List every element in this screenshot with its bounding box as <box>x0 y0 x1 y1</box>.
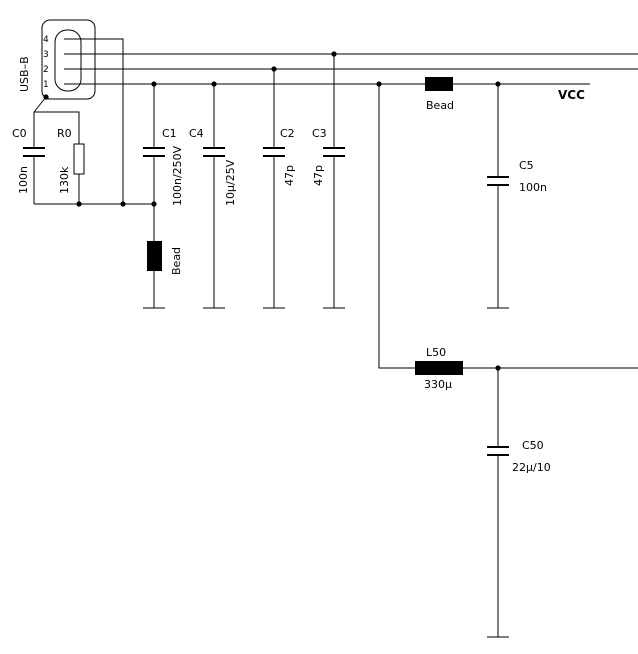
l50-value: 330µ <box>424 378 452 391</box>
junction-dot <box>495 81 501 87</box>
junction-dot <box>376 81 382 87</box>
c5-ref: C5 <box>519 159 534 172</box>
connector-label: USB–B <box>18 56 31 92</box>
c3-ref: C3 <box>312 127 327 140</box>
wire-r0-top <box>34 111 80 144</box>
c4-value: 10µ/25V <box>224 159 237 206</box>
ground-symbols <box>143 307 509 638</box>
r0-value: 130k <box>58 166 71 194</box>
capacitor-c0: C0 100n <box>12 127 45 194</box>
capacitor-c5: C5 100n <box>487 159 547 194</box>
inductor-body <box>415 361 463 375</box>
resistor-r0: R0 130k <box>57 127 85 194</box>
junction-dot <box>151 201 157 207</box>
pin-label-4: 4 <box>43 35 49 45</box>
connector-outline <box>41 19 96 100</box>
capacitor-c2: C2 47p <box>263 127 296 186</box>
junction-dot <box>495 365 501 371</box>
wire-shield-diagonal <box>33 96 47 113</box>
wire-pin4 <box>64 38 124 204</box>
junctions <box>43 51 501 371</box>
pin-label-1: 1 <box>43 80 49 90</box>
c1-ref: C1 <box>162 127 177 140</box>
wire-l50-branch <box>378 84 415 369</box>
junction-dot <box>76 201 82 207</box>
junction-dot <box>271 66 277 72</box>
junction-dot <box>120 201 126 207</box>
pin-label-2: 2 <box>43 65 49 75</box>
c2-value: 47p <box>283 165 296 186</box>
c3-value: 47p <box>312 165 325 186</box>
ferrite-bead-vcc: Bead <box>425 77 454 112</box>
c0-ref: C0 <box>12 127 27 140</box>
c4-ref: C4 <box>189 127 204 140</box>
vcc-net-label: VCC <box>558 88 585 102</box>
connector-socket <box>54 29 82 92</box>
c50-value: 22µ/10 <box>512 461 551 474</box>
wires <box>33 38 638 637</box>
c1-value: 100n/250V <box>171 145 184 206</box>
inductor-l50: L50 330µ <box>415 346 463 391</box>
c50-ref: C50 <box>522 439 544 452</box>
bead-top-value: Bead <box>426 99 454 112</box>
c0-value: 100n <box>17 166 30 194</box>
bead-body <box>425 77 453 91</box>
junction-dot <box>151 81 157 87</box>
capacitor-c3: C3 47p <box>312 127 345 186</box>
bead-shield-value: Bead <box>170 247 183 275</box>
l50-ref: L50 <box>426 346 446 359</box>
c2-ref: C2 <box>280 127 295 140</box>
junction-dot <box>43 94 49 100</box>
usb-b-connector: USB–B 4 3 2 1 <box>18 19 96 100</box>
junction-dot <box>211 81 217 87</box>
capacitor-c50: C50 22µ/10 <box>487 439 551 474</box>
capacitor-c1: C1 100n/250V <box>143 127 184 206</box>
capacitor-c4: C4 10µ/25V <box>189 127 237 206</box>
pin-label-3: 3 <box>43 50 49 60</box>
ferrite-bead-shield: Bead <box>147 241 183 275</box>
r0-ref: R0 <box>57 127 72 140</box>
c5-value: 100n <box>519 181 547 194</box>
junction-dot <box>331 51 337 57</box>
resistor-body <box>73 143 85 175</box>
bead-body <box>147 241 162 271</box>
